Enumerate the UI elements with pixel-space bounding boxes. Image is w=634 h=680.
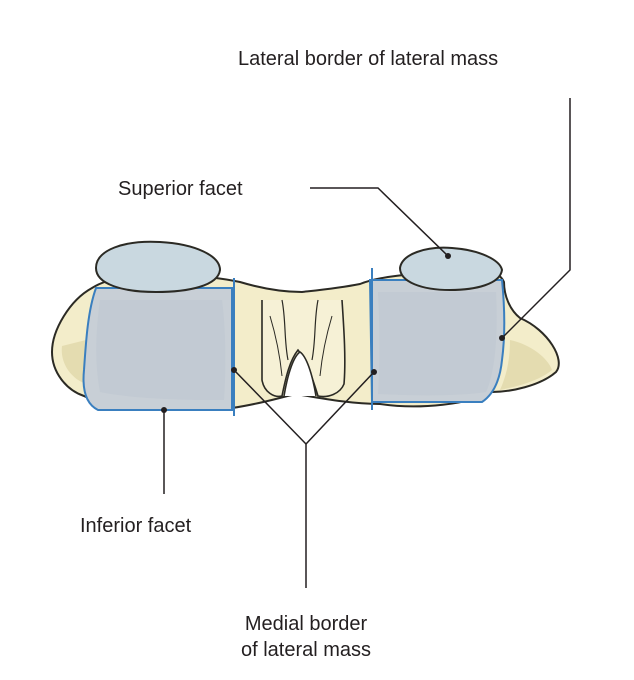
leader-medial-right bbox=[305, 371, 375, 445]
leader-lines bbox=[163, 98, 571, 588]
dot-medial-left bbox=[231, 367, 237, 373]
left-superior-facet bbox=[94, 240, 222, 294]
label-medial-border-line2: of lateral mass bbox=[240, 639, 372, 661]
leader-superior-facet bbox=[310, 187, 449, 257]
label-lateral-border: Lateral border of lateral mass bbox=[238, 48, 499, 70]
label-medial-border: Medial border of lateral mass bbox=[216, 611, 396, 663]
central-ridge-left bbox=[281, 299, 289, 361]
bone-shadow-right bbox=[500, 340, 552, 390]
label-superior-facet: Superior facet bbox=[118, 178, 243, 200]
central-ridge-right bbox=[311, 299, 319, 361]
right-lateral-mass-shade bbox=[378, 292, 497, 396]
right-superior-facet bbox=[398, 246, 504, 292]
leader-lateral-border bbox=[501, 98, 571, 339]
dot-superior-facet bbox=[445, 253, 451, 259]
central-notch bbox=[283, 351, 317, 397]
dot-lateral-border bbox=[499, 335, 505, 341]
leader-medial-left bbox=[233, 369, 307, 445]
central-ridge-mid-right bbox=[319, 315, 333, 377]
label-medial-border-line1: Medial border bbox=[244, 613, 368, 635]
central-arch-outline bbox=[261, 299, 346, 398]
left-lateral-mass-shade bbox=[96, 300, 226, 400]
dot-inferior-facet bbox=[161, 407, 167, 413]
label-inferior-facet: Inferior facet bbox=[80, 515, 192, 537]
dot-medial-right bbox=[371, 369, 377, 375]
central-ridge-mid-left bbox=[269, 315, 283, 377]
